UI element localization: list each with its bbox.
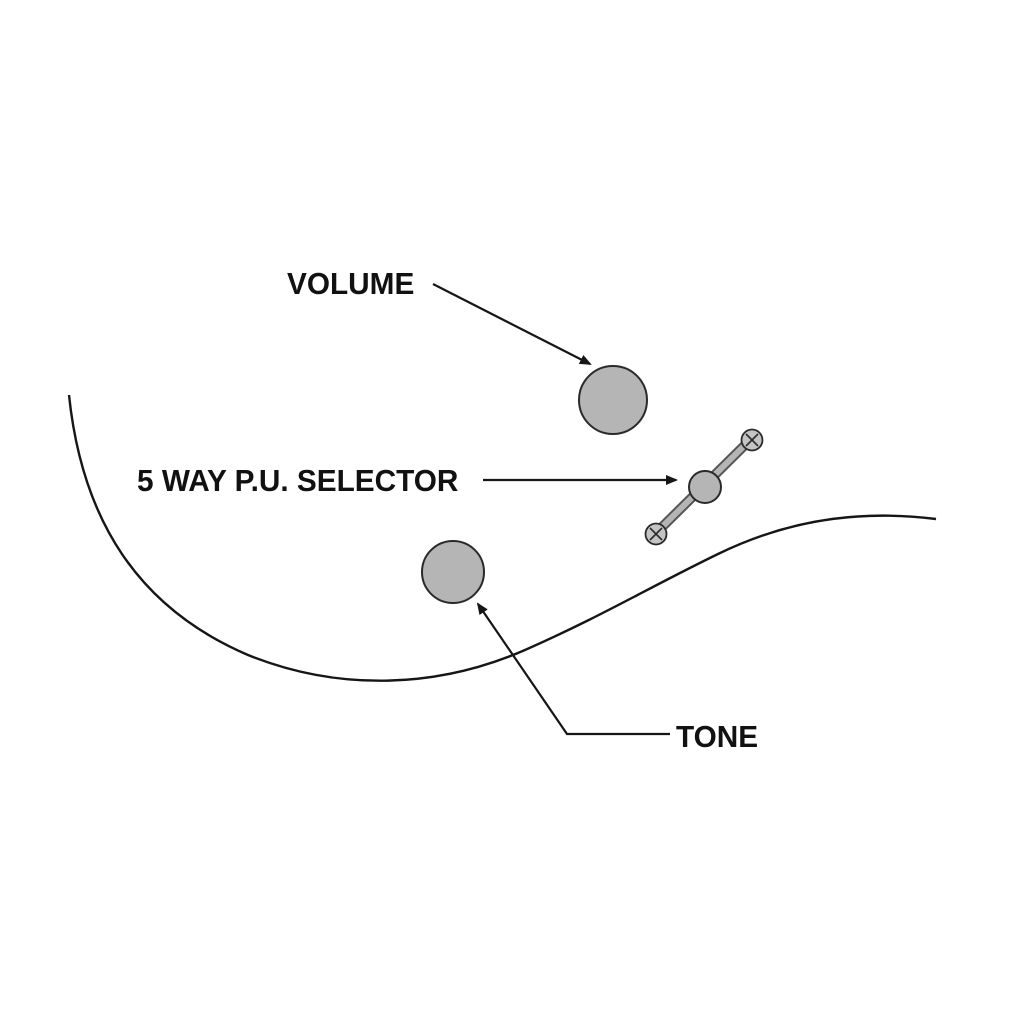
- tone-callout-arrow: [476, 602, 670, 736]
- volume-label: VOLUME: [287, 266, 415, 301]
- selector-screw-top-icon: [740, 428, 764, 452]
- guitar-body-outline-curve: [67, 394, 937, 682]
- selector-tip-knob: [688, 470, 722, 504]
- selector-screw-bottom-icon: [644, 522, 668, 546]
- tone-knob: [421, 540, 485, 604]
- volume-callout-arrow: [432, 283, 592, 365]
- tone-label: TONE: [676, 719, 759, 754]
- pickup-selector-switch: [644, 428, 764, 546]
- volume-knob: [578, 365, 648, 435]
- pickup-selector-label: 5 WAY P.U. SELECTOR: [137, 463, 459, 498]
